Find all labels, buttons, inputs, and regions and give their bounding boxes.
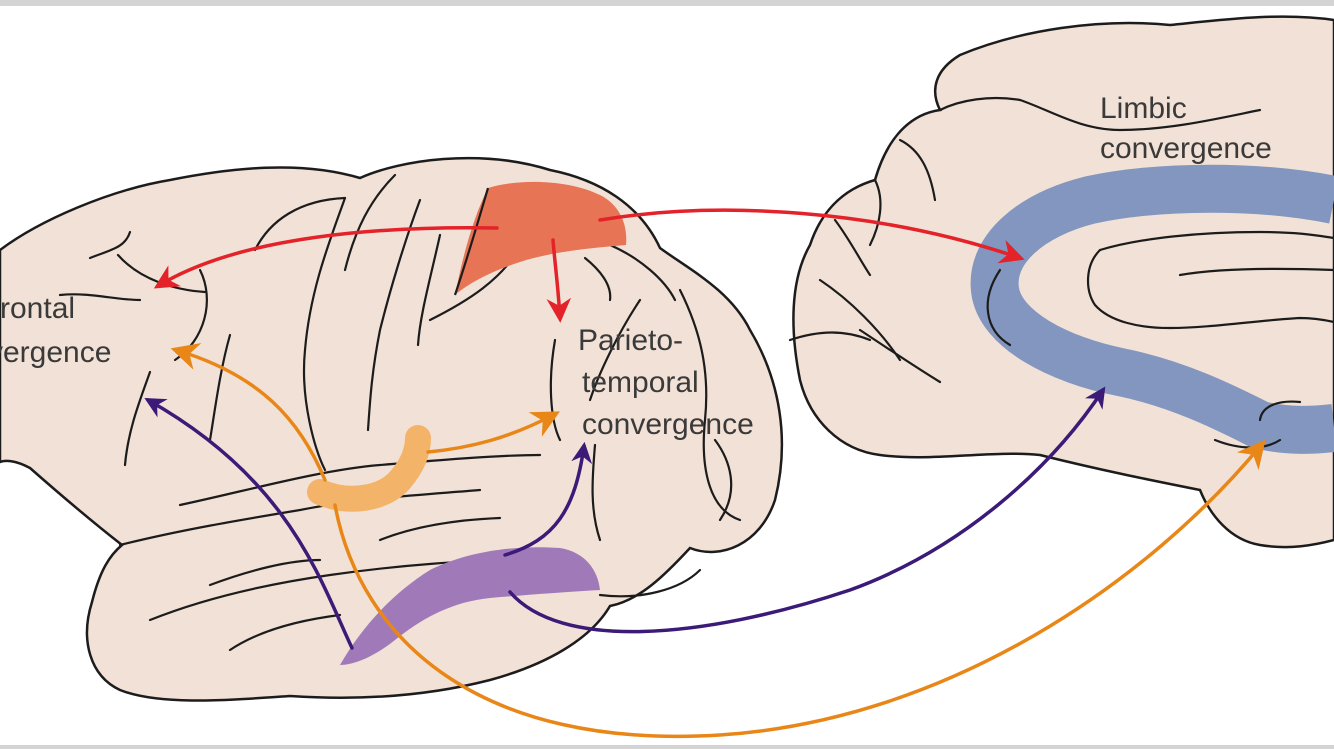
- red-arrows: [153, 208, 1025, 323]
- label-limbic-line1: Limbic: [1100, 92, 1187, 125]
- limbic-band: [970, 164, 1334, 454]
- label-frontal-line1: rontal: [0, 292, 75, 325]
- arrow-temporal-to-frontal: [144, 397, 354, 650]
- label-parieto-line3: convergence: [582, 408, 754, 441]
- arrow-auditory-to-limbic: [333, 439, 1266, 738]
- medial-brain: [788, 15, 1334, 549]
- arrow-temporal-to-limbic: [508, 386, 1106, 634]
- orange-arrows: [170, 342, 1266, 738]
- temporal-area: [340, 547, 600, 665]
- auditory-area: [307, 425, 431, 512]
- purple-arrows: [144, 386, 1106, 650]
- medial-brain-outline: [792, 15, 1334, 549]
- label-parieto-line1: Parieto-: [578, 324, 683, 357]
- arrow-parietal-to-frontal: [153, 226, 499, 289]
- labels: rontal vergence Parieto- temporal conver…: [0, 92, 1272, 441]
- arrow-auditory-to-parietotemporal: [426, 411, 560, 454]
- lateral-brain: [0, 156, 784, 702]
- label-frontal-line2: vergence: [0, 336, 111, 369]
- label-parieto-line2: temporal: [582, 366, 699, 399]
- arrow-parietal-to-limbic: [598, 208, 1025, 264]
- arrow-temporal-to-parietotemporal: [503, 441, 593, 557]
- arrow-auditory-to-frontal: [170, 342, 327, 482]
- medial-sulci: [788, 96, 1334, 449]
- label-limbic-line2: convergence: [1100, 132, 1272, 165]
- parietal-area: [455, 181, 627, 295]
- arrow-parietal-to-parietotemporal: [546, 238, 572, 323]
